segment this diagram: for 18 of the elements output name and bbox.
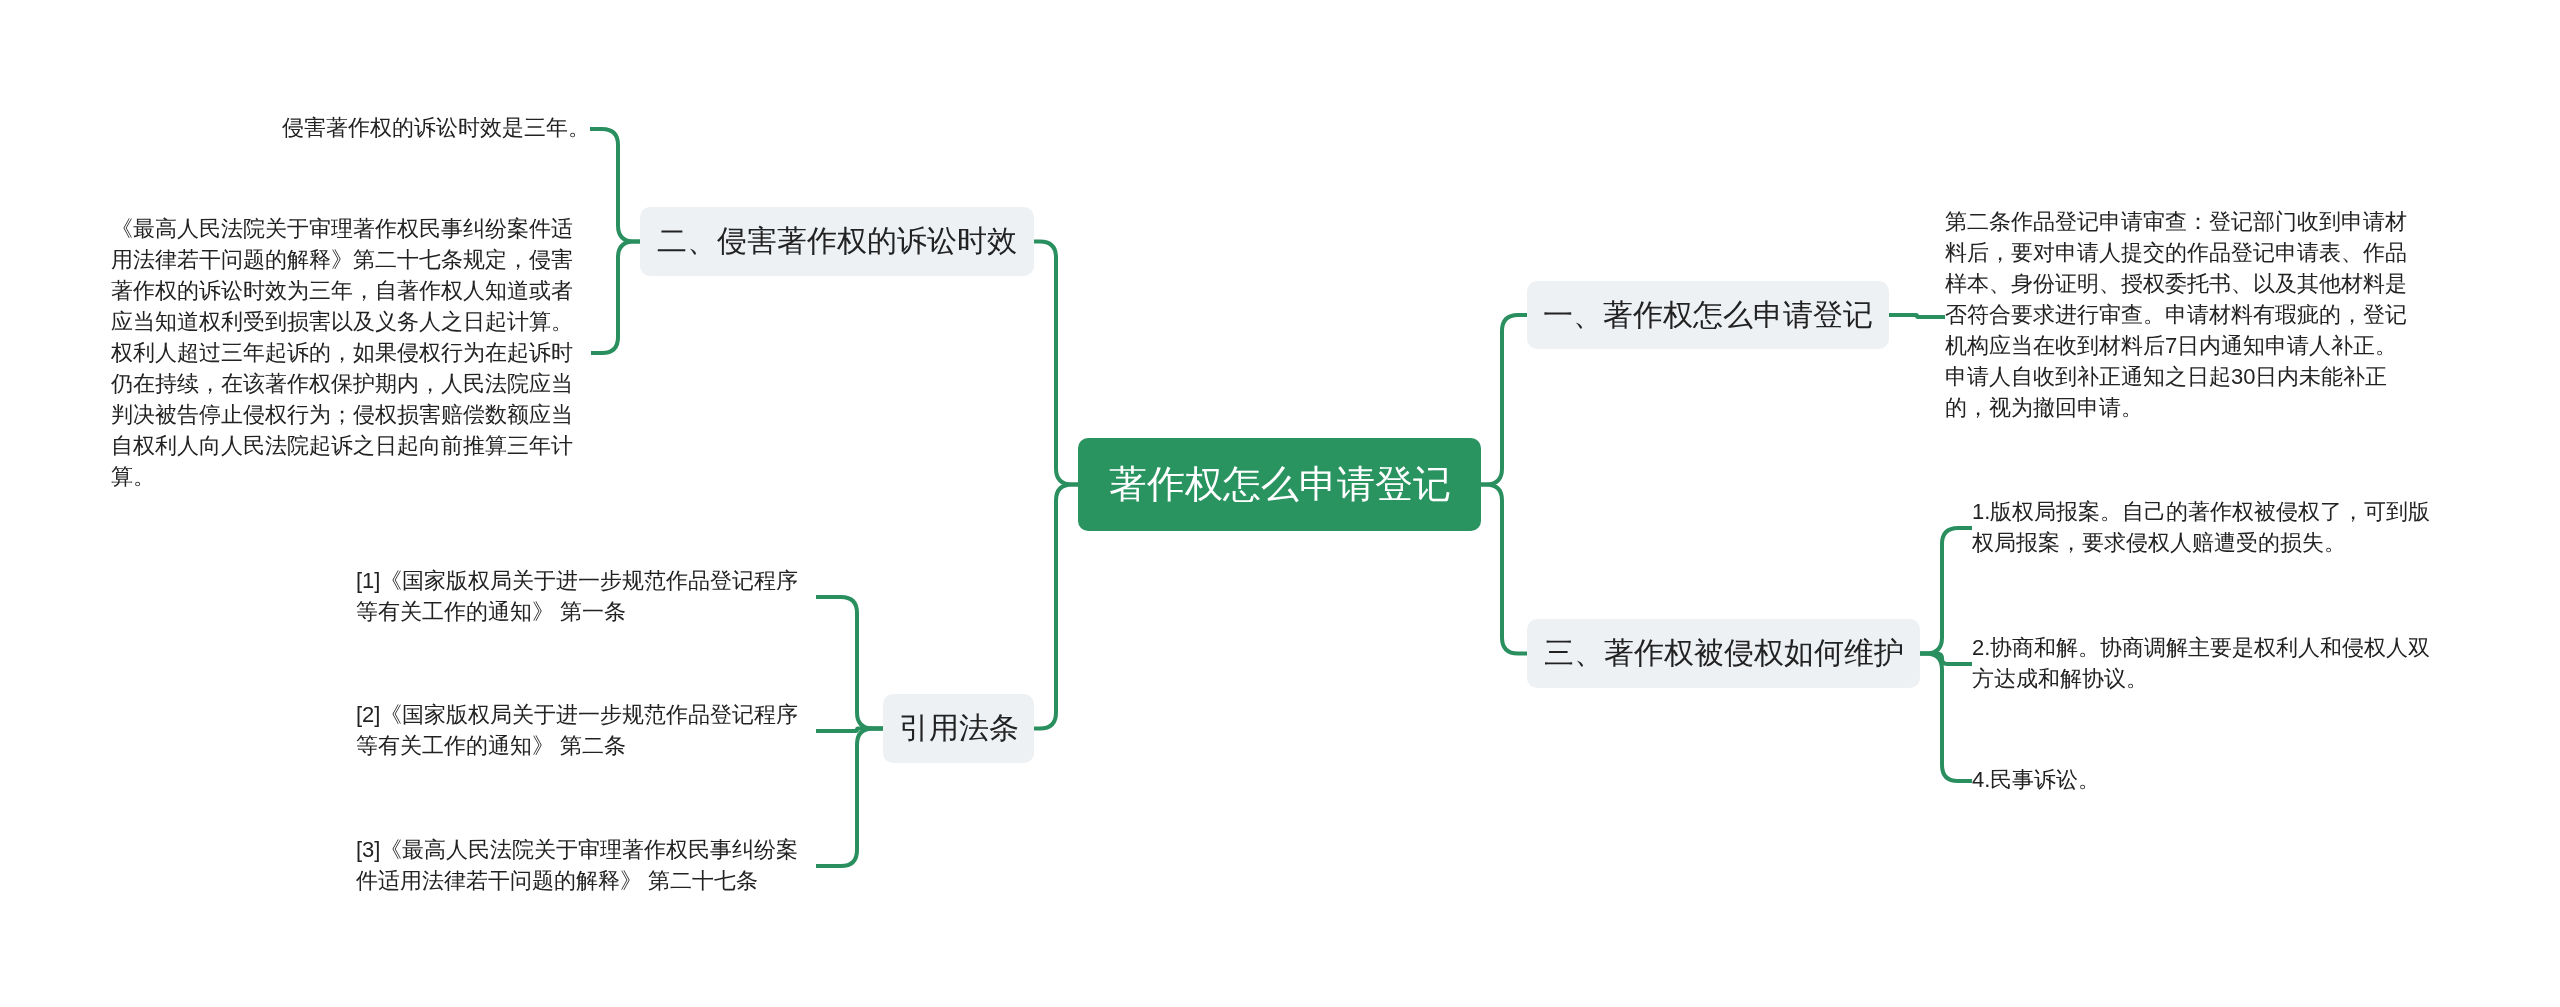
leaf-text: [3]《最高人民法院关于审理著作权民事纠纷案件适用法律若干问题的解释》 第二十七条 xyxy=(356,834,816,898)
connector-line xyxy=(1034,482,1078,731)
leaf-text: 《最高人民法院关于审理著作权民事纠纷案件适用法律若干问题的解释》第二十七条规定，侵害著作权的诉讼时效为三年，自著作权人知道或者应当知道权利受到损害以及义务人之日起计算。权利人超过三年起诉的，如果侵权行为在起诉时仍在持续，在该著作权保护期内，人民法院应当判决被告停止侵权行为；侵权损害赔偿数额应当自权利人向人民法院起诉之日起向前推算三年计算。 xyxy=(111,213,591,493)
topic-box: 二、侵害著作权的诉讼时效 xyxy=(640,207,1034,276)
connector-line xyxy=(816,726,883,868)
central-topic: 著作权怎么申请登记 xyxy=(1078,438,1481,531)
leaf-text: [1]《国家版权局关于进一步规范作品登记程序等有关工作的通知》 第一条 xyxy=(356,565,816,629)
leaf-text: 4.民事诉讼。 xyxy=(1972,764,2452,798)
topic-box: 引用法条 xyxy=(883,694,1034,763)
leaf-text: 1.版权局报案。自己的著作权被侵权了，可到版权局报案，要求侵权人赔遭受的损失。 xyxy=(1972,496,2452,560)
leaf-text: 第二条作品登记申请审查：登记部门收到申请材料后，要对申请人提交的作品登记申请表、作品样本、身份证明、授权委托书、以及其他材料是否符合要求进行审查。申请材料有瑕疵的，登记机构应当在收到材料后7日内通知申请人补正。申请人自收到补正通知之日起30日内未能补正的，视为撤回申请。 xyxy=(1945,206,2415,428)
connector-line xyxy=(1889,313,1945,319)
leaf-text: 2.协商和解。协商调解主要是权利人和侵权人双方达成和解协议。 xyxy=(1972,632,2452,696)
connector-line xyxy=(1481,482,1527,656)
topic-box: 一、著作权怎么申请登记 xyxy=(1527,281,1889,349)
leaf-text: [2]《国家版权局关于进一步规范作品登记程序等有关工作的通知》 第二条 xyxy=(356,699,816,763)
leaf-text: 侵害著作权的诉讼时效是三年。 xyxy=(240,112,590,146)
topic-box: 三、著作权被侵权如何维护 xyxy=(1527,619,1920,688)
